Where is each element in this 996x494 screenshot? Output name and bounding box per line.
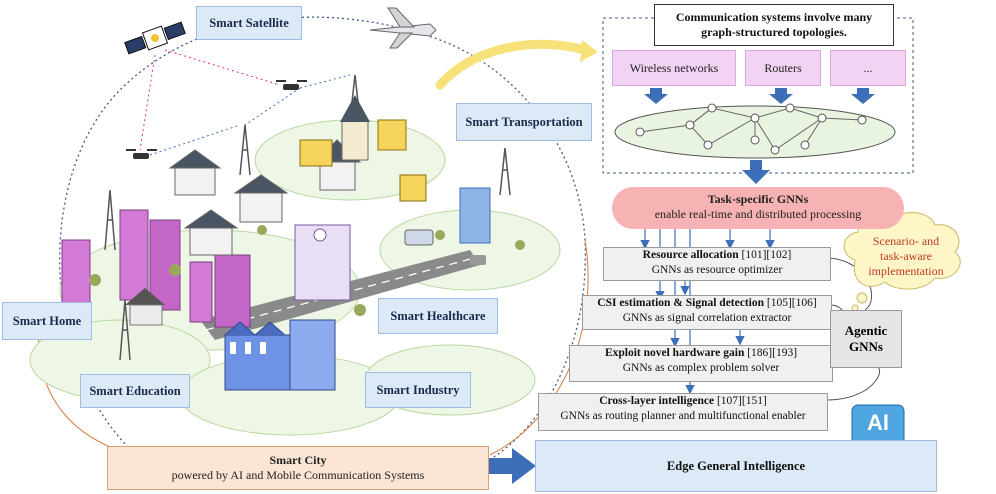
smart-city-subtitle: powered by AI and Mobile Communication S… xyxy=(171,468,425,482)
label-smart-transportation: Smart Transportation xyxy=(456,103,592,141)
row-hardware-gain: Exploit novel hardware gain [186][193] G… xyxy=(569,345,833,382)
agentic-line1: Agentic xyxy=(844,323,888,338)
scene-to-topology-arrow xyxy=(435,39,590,90)
houses xyxy=(168,139,362,256)
row-csi-estimation: CSI estimation & Signal detection [105][… xyxy=(582,295,832,330)
yellow-houses xyxy=(299,119,427,202)
row-desc: GNNs as routing planner and multifunctio… xyxy=(560,410,806,422)
topology-down-arrows xyxy=(644,88,875,184)
agentic-line2: GNNs xyxy=(849,339,883,354)
communication-title-box: Communication systems involve many graph… xyxy=(654,4,894,46)
row-refs: [107][151] xyxy=(716,395,767,407)
communication-title-line1: Communication systems involve many xyxy=(675,10,873,24)
routers-box: Routers xyxy=(745,50,821,86)
row-refs: [186][193] xyxy=(747,347,798,359)
ai-badge-text: AI xyxy=(867,410,889,435)
airplane-icon xyxy=(369,7,437,49)
transport-buildings xyxy=(404,187,491,265)
row-desc: GNNs as signal correlation extractor xyxy=(622,312,792,324)
row-desc: GNNs as complex problem solver xyxy=(622,362,780,374)
row-desc: GNNs as resource optimizer xyxy=(651,264,783,276)
label-smart-healthcare: Smart Healthcare xyxy=(378,298,498,334)
city-to-edge-arrow xyxy=(487,448,536,484)
factory xyxy=(224,319,336,391)
task-subtitle: enable real-time and distributed process… xyxy=(654,207,862,221)
row-title: CSI estimation & Signal detection xyxy=(597,297,765,309)
label-smart-education: Smart Education xyxy=(80,374,190,408)
trees xyxy=(89,225,525,316)
communication-title-line2: graph-structured topologies. xyxy=(701,25,847,39)
row-cross-layer: Cross-layer intelligence [107][151] GNNs… xyxy=(538,393,828,431)
wireless-networks-box: Wireless networks xyxy=(612,50,736,86)
satellite-icon xyxy=(124,21,186,55)
label-smart-home: Smart Home xyxy=(2,302,92,340)
task-title: Task-specific GNNs xyxy=(707,192,809,206)
row-refs: [105][106] xyxy=(766,297,817,309)
task-specific-gnns-box: Task-specific GNNs enable real-time and … xyxy=(612,187,904,229)
drone-icon xyxy=(126,80,307,159)
thought-line1: Scenario- and xyxy=(872,234,940,248)
row-title: Cross-layer intelligence xyxy=(599,395,715,407)
row-title: Exploit novel hardware gain xyxy=(604,347,745,359)
thought-bubble-text: Scenario- and task-aware implementation xyxy=(852,234,960,279)
wireless-links xyxy=(139,49,351,156)
row-resource-allocation: Resource allocation [101][102] GNNs as r… xyxy=(603,247,831,281)
smart-city-box: Smart City powered by AI and Mobile Comm… xyxy=(107,446,489,490)
church xyxy=(340,95,370,161)
row-refs: [101][102] xyxy=(741,249,792,261)
label-smart-industry: Smart Industry xyxy=(365,372,471,408)
label-smart-satellite: Smart Satellite xyxy=(196,6,302,40)
network-dashed-arc xyxy=(59,16,586,471)
thought-line3: implementation xyxy=(868,264,944,278)
agentic-gnns-box: Agentic GNNs xyxy=(830,310,902,368)
edge-label: Edge General Intelligence xyxy=(666,458,806,473)
smart-city-title: Smart City xyxy=(269,453,327,467)
more-topologies-box: ... xyxy=(830,50,906,86)
edge-general-intelligence-box: Edge General Intelligence xyxy=(535,440,937,492)
thought-line2: task-aware xyxy=(880,249,932,263)
row-title: Resource allocation xyxy=(642,249,739,261)
hospital-building xyxy=(294,224,351,301)
residential-buildings xyxy=(61,209,251,328)
